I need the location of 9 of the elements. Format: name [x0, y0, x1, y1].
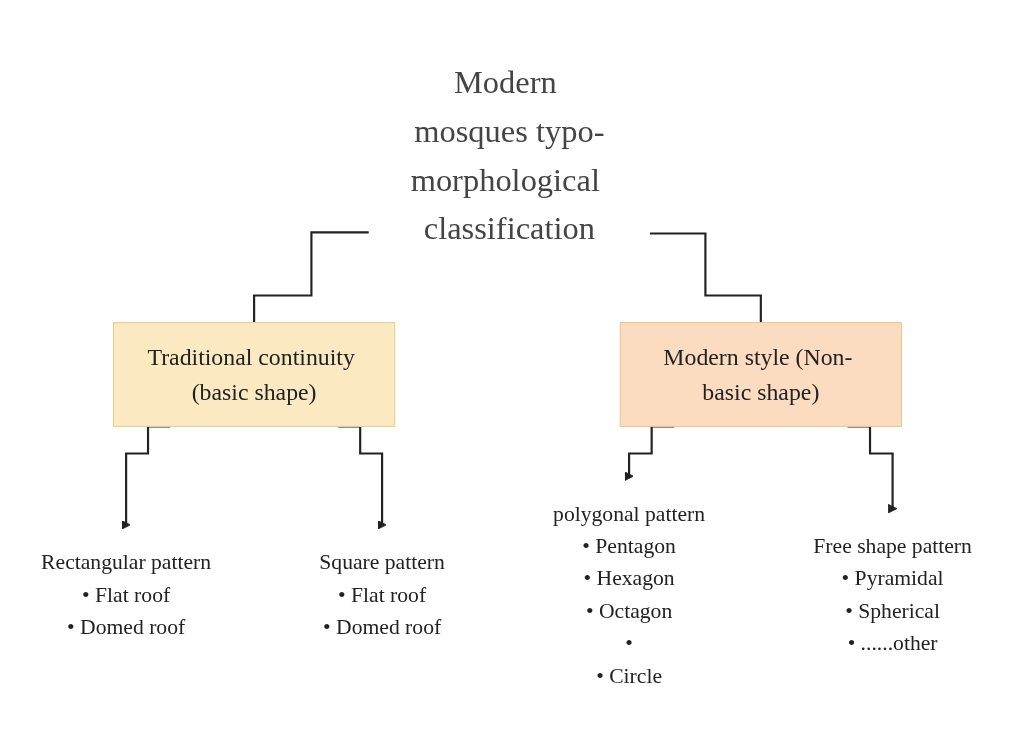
node-text: polygonal pattern • Pentagon • Hexagon • Octagon • • Circle: [553, 501, 706, 688]
connector: [650, 232, 762, 324]
node-text: Free shape pattern • Pyramidal • Spherical • ......other: [813, 533, 972, 655]
node-box: Traditional continuity (basic shape): [112, 322, 396, 427]
node-text: Modern mosques typo-morphological classification: [410, 64, 605, 246]
connector: [253, 231, 369, 324]
node-text: Rectangular pattern • Flat roof • Domed roof: [41, 549, 212, 639]
node-box: Modern style (Non- basic shape): [619, 322, 902, 427]
node-text: Square pattern • Flat roof • Domed roof: [319, 549, 445, 639]
